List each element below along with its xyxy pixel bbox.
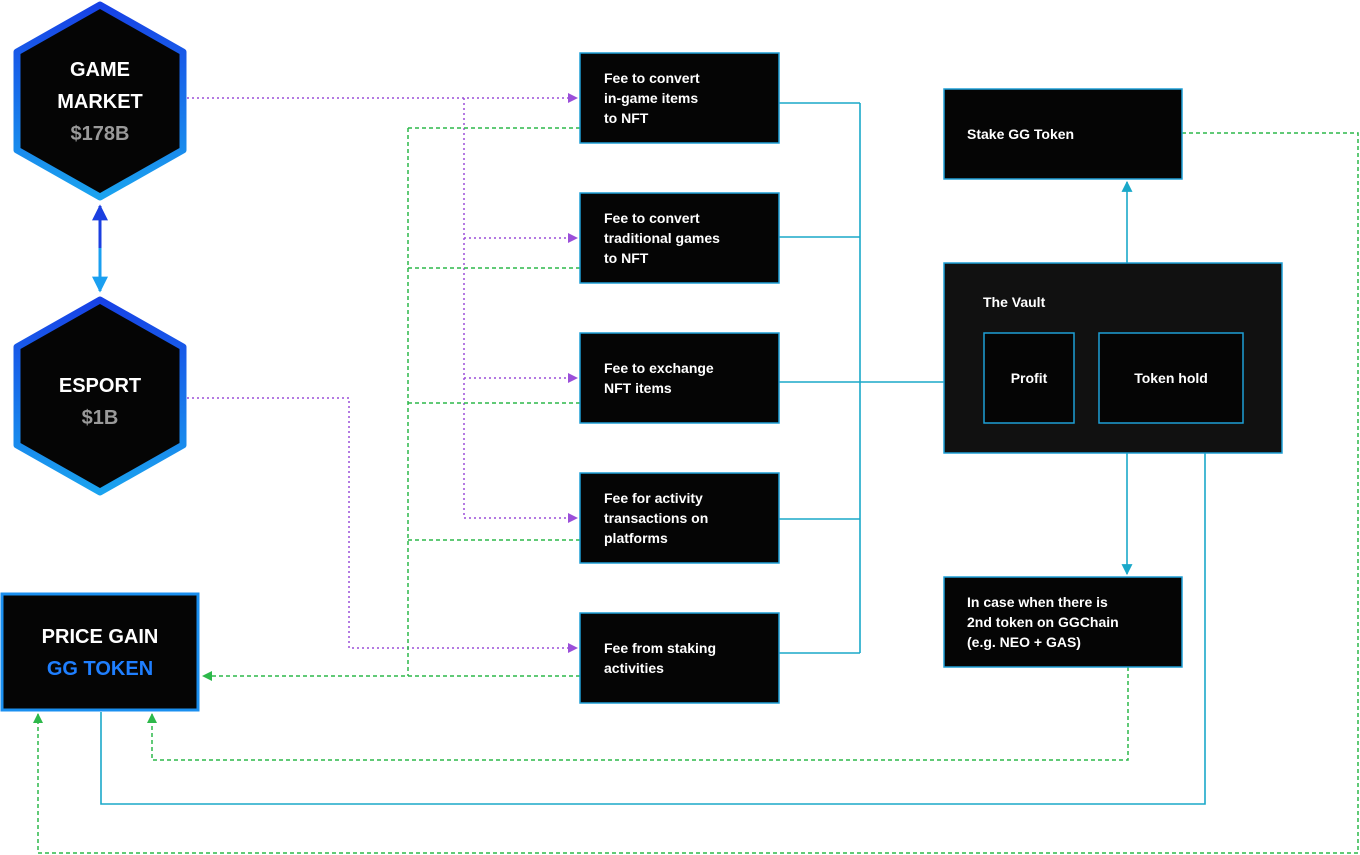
fee-box-1-rect (579, 52, 780, 144)
game-market-node: GAME MARKET $178B (13, 1, 187, 201)
game-market-line2: MARKET (57, 91, 143, 113)
fee-box-1-line-2: in-game items (604, 90, 698, 106)
stake-to-price-gain-arrow (33, 132, 1359, 854)
fee-box-5-line-1: Fee from staking (604, 640, 716, 656)
price-gain-node: PRICE GAIN GG TOKEN (0, 592, 200, 712)
purple-fee-connectors (187, 93, 578, 653)
esport-node: ESPORT $1B (13, 296, 187, 496)
fee-box-3-line-2: NFT items (604, 380, 672, 396)
stake-box: Stake GG Token (943, 88, 1183, 180)
price-gain-box (0, 592, 200, 712)
fee-box-1-line-3: to NFT (604, 110, 649, 126)
esport-line1: ESPORT (59, 375, 141, 397)
second-token-line-1: In case when there is (967, 594, 1108, 610)
fee-box-3: Fee to exchange NFT items (579, 332, 780, 424)
second-token-line-2: 2nd token on GGChain (967, 614, 1119, 630)
game-market-hexagon (13, 1, 187, 201)
fee-box-4: Fee for activity transactions on platfor… (579, 472, 780, 564)
price-gain-to-token-hold-arrow (100, 424, 1211, 805)
second-token-rect (943, 576, 1183, 668)
vault-title: The Vault (983, 294, 1046, 310)
price-gain-line2: GG TOKEN (47, 658, 153, 680)
fee-box-5-line-2: activities (604, 660, 664, 676)
fee-box-5-rect (579, 612, 780, 704)
fee-box-3-rect (579, 332, 780, 424)
vault: The Vault Profit Token hold (943, 262, 1283, 454)
fee-box-2-line-3: to NFT (604, 250, 649, 266)
esport-hexagon (13, 296, 187, 496)
esport-to-fee-5-arrow (187, 397, 578, 653)
second-token-to-price-gain-arrow (147, 667, 1129, 761)
profit-label: Profit (1011, 370, 1048, 386)
esport-value: $1B (82, 407, 119, 429)
fee-box-4-line-2: transactions on (604, 510, 708, 526)
green-return-connectors (33, 127, 1359, 854)
fee-box-1-line-1: Fee to convert (604, 70, 700, 86)
game-market-line1: GAME (70, 59, 130, 81)
second-token-box: In case when there is 2nd token on GGCha… (943, 576, 1183, 668)
token-hold-box (1098, 332, 1244, 424)
profit-box (983, 332, 1075, 424)
fee-box-1: Fee to convert in-game items to NFT (579, 52, 780, 144)
fee-box-4-line-1: Fee for activity (604, 490, 703, 506)
stake-box-label: Stake GG Token (967, 126, 1074, 142)
stake-box-rect (943, 88, 1183, 180)
fee-box-5: Fee from staking activities (579, 612, 780, 704)
fee-box-4-rect (579, 472, 780, 564)
fee-box-2: Fee to convert traditional games to NFT (579, 192, 780, 284)
game-market-value: $178B (71, 123, 130, 145)
fee-box-2-line-1: Fee to convert (604, 210, 700, 226)
fee-box-2-line-2: traditional games (604, 230, 720, 246)
token-hold-label: Token hold (1134, 370, 1208, 386)
second-token-line-3: (e.g. NEO + GAS) (967, 634, 1081, 650)
fee-box-3-line-1: Fee to exchange (604, 360, 714, 376)
fee-box-4-line-3: platforms (604, 530, 668, 546)
price-gain-line1: PRICE GAIN (42, 626, 159, 648)
fee-box-2-rect (579, 192, 780, 284)
